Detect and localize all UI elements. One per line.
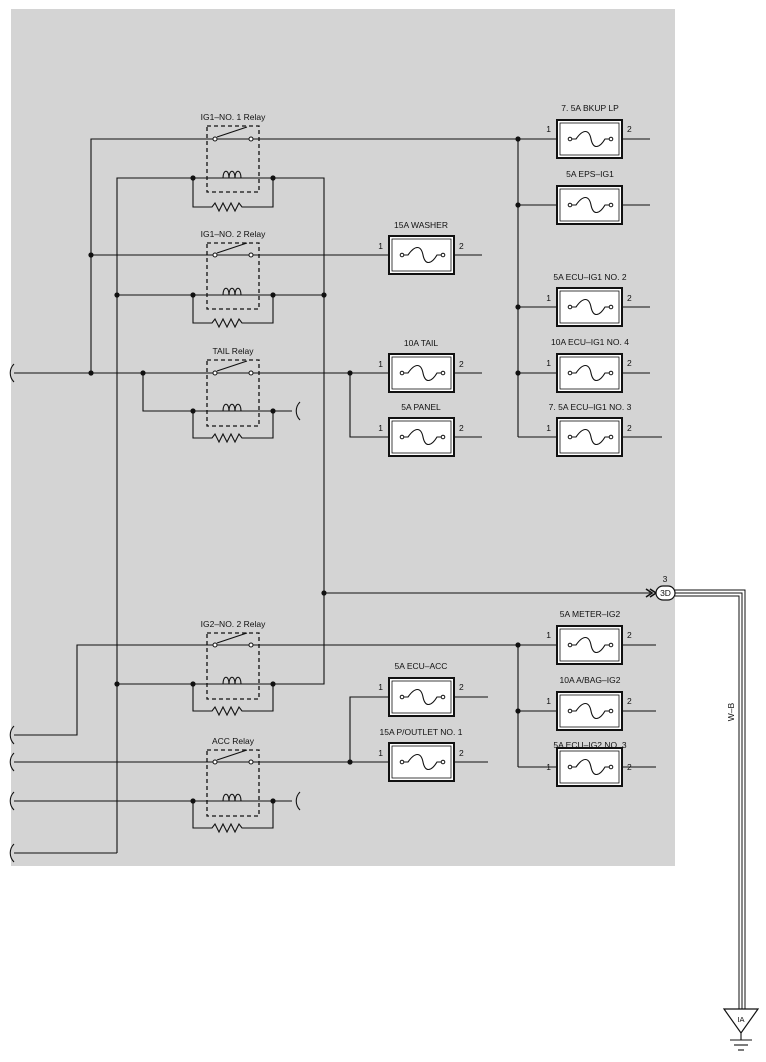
wire-break-marks [9,363,301,863]
fuse-label: 7. 5A ECU–IG1 NO. 3 [549,402,632,412]
pin-1: 1 [546,696,551,706]
pin-2: 2 [459,241,464,251]
fuse-label: 5A PANEL [401,402,441,412]
pin-2: 2 [627,423,632,433]
fuse-a-bag-ig2: 10A A/BAG–IG2 1 2 [546,675,632,731]
pin-2: 2 [627,124,632,134]
relay-tail: TAIL Relay [192,346,274,444]
pin-2: 2 [627,630,632,640]
pin-2: 2 [627,696,632,706]
fuse-tail: 10A TAIL 1 2 [378,338,464,393]
fuse-label: 10A TAIL [404,338,438,348]
connector-pin-label: 3 [663,574,668,584]
fuse-meter-ig2: 5A METER–IG2 1 2 [546,609,632,665]
fuse-washer: 15A WASHER 1 2 [378,220,464,275]
relay-label: TAIL Relay [212,346,254,356]
fuse-label: 5A EPS–IG1 [566,169,614,179]
fuse-label: 10A A/BAG–IG2 [560,675,621,685]
pin-1: 1 [378,682,383,692]
fuse-label: 5A METER–IG2 [560,609,621,619]
pin-1: 1 [546,762,551,772]
relay-ig1-no1: IG1–NO. 1 Relay [192,112,274,213]
pin-2: 2 [627,358,632,368]
fuse-panel: 5A PANEL 1 2 [378,402,464,457]
relay-ig1-no2: IG1–NO. 2 Relay [192,229,274,329]
relay-label: IG1–NO. 1 Relay [201,112,266,122]
relay-label: IG2–NO. 2 Relay [201,619,266,629]
fuse-label: 10A ECU–IG1 NO. 4 [551,337,629,347]
pin-1: 1 [378,241,383,251]
fuse-label: 15A P/OUTLET NO. 1 [380,727,463,737]
pin-2: 2 [459,423,464,433]
connector-code-label: 3D [660,588,671,598]
pin-1: 1 [546,124,551,134]
pin-1: 1 [546,423,551,433]
fuse-label: 7. 5A BKUP LP [561,103,619,113]
fuse-ecu-ig1-no4: 10A ECU–IG1 NO. 4 1 2 [546,337,632,393]
pin-2: 2 [459,359,464,369]
relay-label: ACC Relay [212,736,255,746]
fuse-label: 5A ECU–ACC [395,661,448,671]
pin-1: 1 [378,359,383,369]
pin-1: 1 [546,358,551,368]
fuse-label: 15A WASHER [394,220,448,230]
wire-color-label: W–B [726,702,736,721]
fuse-label: 5A ECU–IG1 NO. 2 [553,272,626,282]
fuse-bkup-lp: 7. 5A BKUP LP 1 2 [546,103,632,159]
wires [14,138,662,854]
pin-2: 2 [627,293,632,303]
pin-2: 2 [459,748,464,758]
pin-2: 2 [627,762,632,772]
ground-wire [675,589,746,1015]
fuse-p-outlet-no1: 15A P/OUTLET NO. 1 1 2 [378,727,464,782]
relay-acc: ACC Relay [192,736,274,834]
ground-code-label: IA [737,1015,744,1024]
ground-ia: IA [722,1008,760,1051]
fuse-ecu-ig1-no2: 5A ECU–IG1 NO. 2 1 2 [546,272,632,327]
pin-2: 2 [459,682,464,692]
pin-1: 1 [546,630,551,640]
fuse-ecu-ig1-no3: 7. 5A ECU–IG1 NO. 3 1 2 [546,402,632,457]
relay-ig2-no2: IG2–NO. 2 Relay [192,619,274,717]
relay-label: IG1–NO. 2 Relay [201,229,266,239]
fuse-label: 5A ECU–IG2 NO. 3 [553,740,626,750]
fuse-ecu-acc: 5A ECU–ACC 1 2 [378,661,464,717]
pin-1: 1 [546,293,551,303]
fuse-ecu-ig2-no3: 5A ECU–IG2 NO. 3 1 2 [546,740,632,787]
fuse-eps-ig1: 5A EPS–IG1 [556,169,623,225]
pin-1: 1 [378,748,383,758]
pin-1: 1 [378,423,383,433]
